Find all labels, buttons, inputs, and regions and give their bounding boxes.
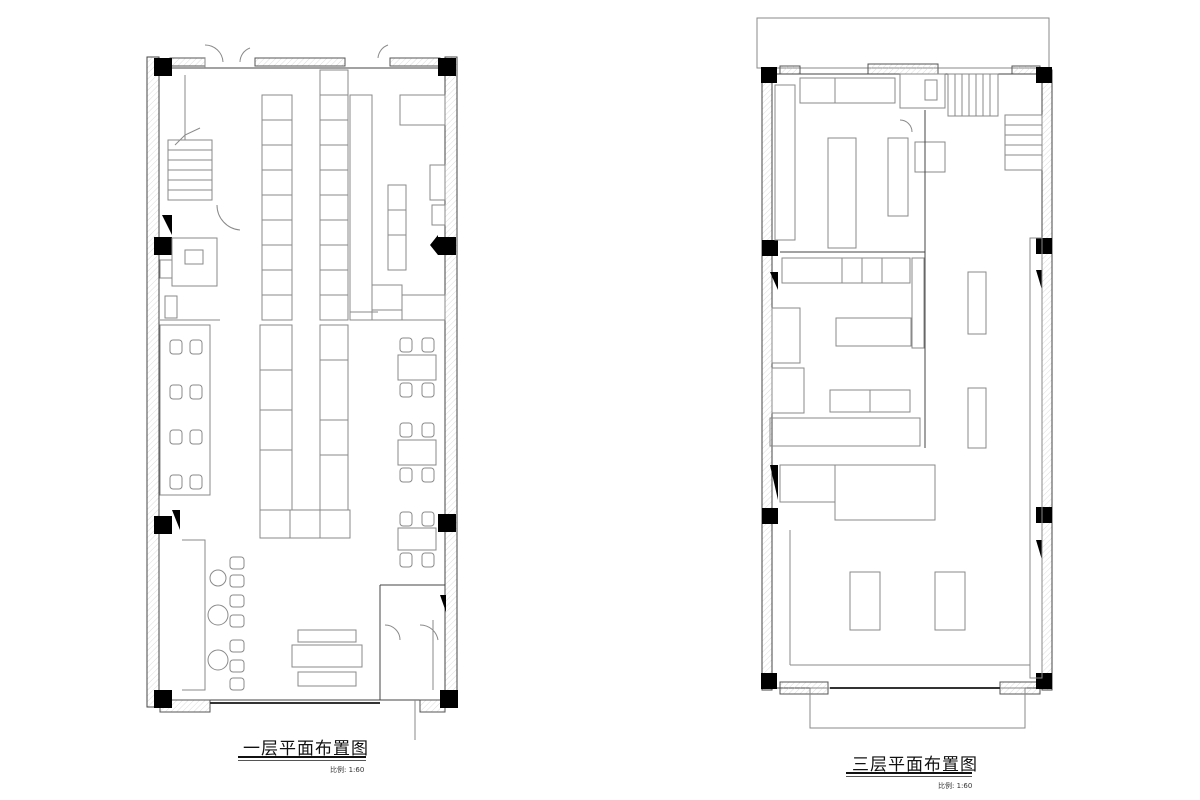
floor-3-plan bbox=[756, 17, 1053, 729]
floor-1-washroom bbox=[159, 204, 241, 321]
floor-1-exterior-walls bbox=[146, 56, 458, 713]
floor-1-dining-left bbox=[159, 324, 211, 496]
floor-1-shelves bbox=[259, 69, 351, 539]
floor-1-partitions bbox=[204, 44, 445, 740]
floor-1-dining-right bbox=[397, 337, 437, 568]
plan-title-underline-floor-1 bbox=[238, 756, 366, 758]
plan-scale-floor-1: 比例: 1:60 bbox=[330, 766, 365, 774]
floor-3-worktables bbox=[769, 237, 1043, 679]
plan-title-floor-1: 一层平面布置图 bbox=[243, 739, 369, 759]
floor-3-exterior-walls bbox=[756, 17, 1053, 729]
floor-1-bar-counter bbox=[182, 539, 245, 691]
floor-3-columns bbox=[761, 67, 1052, 689]
floor-1-columns bbox=[154, 58, 458, 708]
floor-1-plan bbox=[146, 44, 458, 740]
plan-scale-floor-3: 比例: 1:60 bbox=[938, 782, 973, 790]
floor-1-back-room bbox=[349, 94, 446, 321]
floor-3-washroom bbox=[899, 73, 946, 173]
floor-1-stairs bbox=[167, 75, 213, 201]
plan-title-underline-floor-3 bbox=[846, 772, 972, 774]
plan-title-floor-3: 三层平面布置图 bbox=[852, 755, 978, 775]
floor-3-stairs bbox=[947, 73, 1043, 171]
plan-title-underline-thin-floor-1 bbox=[238, 760, 366, 761]
floor-1-display-tables bbox=[291, 629, 363, 687]
floor-3-office-area bbox=[771, 77, 926, 448]
plan-title-underline-thin-floor-3 bbox=[846, 776, 972, 777]
